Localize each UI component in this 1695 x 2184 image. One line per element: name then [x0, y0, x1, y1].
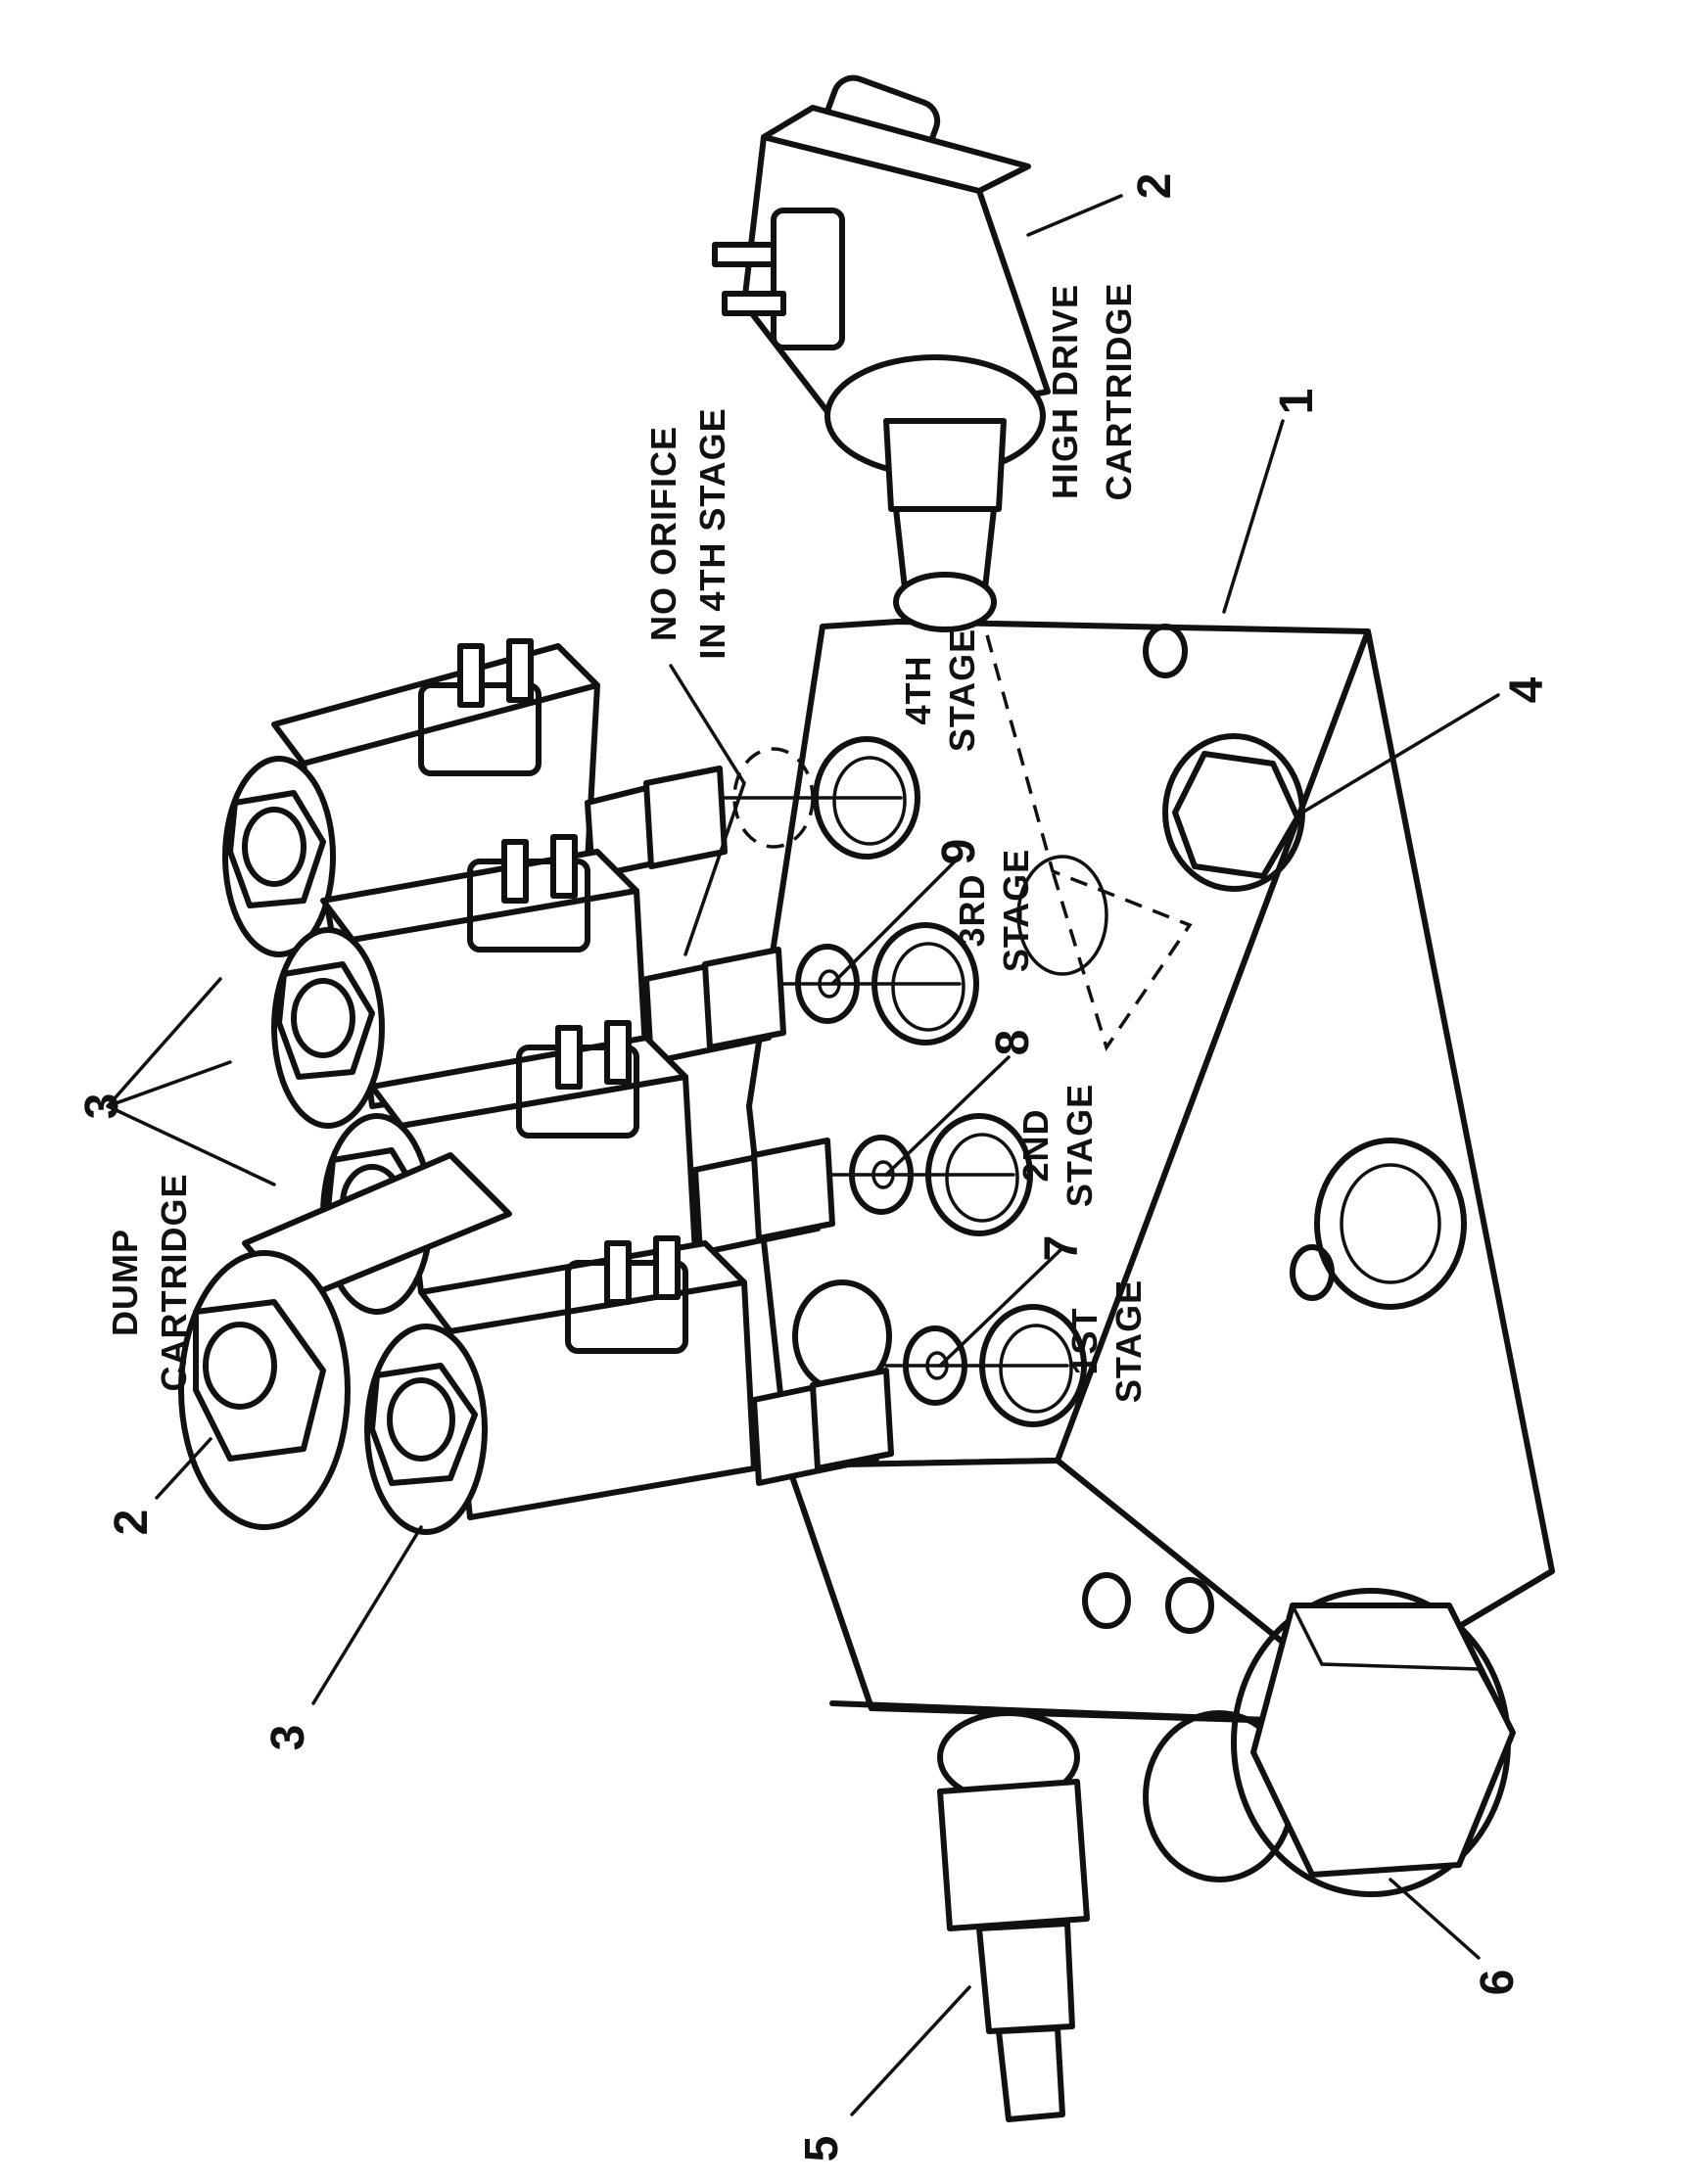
side-port [1314, 1138, 1467, 1310]
leader-3-bottom [311, 1525, 423, 1705]
leader-4 [1300, 693, 1500, 814]
high-drive-label-line1: HIGH DRIVE [1045, 284, 1085, 499]
leader-8 [884, 1055, 1011, 1177]
leader-9 [830, 860, 957, 986]
leader-6 [1389, 1878, 1481, 1960]
leader-2-left [155, 1437, 212, 1500]
stage-3-label-line2: STAGE [996, 849, 1036, 972]
leader-7 [938, 1246, 1064, 1368]
no-orifice-label-line1: NO ORIFICE [643, 426, 683, 641]
dump-label-line1: DUMP [105, 1229, 145, 1336]
labels: 1 2 2 3 3 4 5 6 7 8 9 HIGH DRIVE CARTRID… [76, 173, 1553, 2162]
callout-2-left: 2 [106, 1510, 158, 1536]
leader-no-orifice [669, 664, 746, 956]
stage-ports [792, 606, 1193, 1427]
terminal-pins-high-drive [712, 242, 786, 316]
callout-6: 6 [1472, 1970, 1524, 1996]
plug-hex-4 [1162, 733, 1305, 892]
high-drive-cartridge [712, 74, 1051, 632]
stage-1-label-line1: 1ST [1064, 1307, 1105, 1374]
stage-4-label-line1: 4TH [898, 655, 938, 724]
dump-label-line2: CARTRIDGE [154, 1174, 194, 1392]
solenoid-cartridge-1st [364, 1235, 894, 1535]
callout-9: 9 [933, 839, 985, 865]
solenoid-cartridge-3rd [271, 834, 786, 1129]
plug-hex-6 [1143, 1588, 1516, 1897]
stage-3-label-line1: 3RD [952, 873, 992, 947]
callout-8: 8 [987, 1030, 1039, 1056]
callout-5: 5 [796, 2136, 848, 2162]
callout-3-bottom: 3 [262, 1725, 314, 1751]
callout-7: 7 [1036, 1235, 1088, 1262]
dump-cartridge [178, 1152, 512, 1530]
leader-2-top [1026, 194, 1123, 237]
leader-5 [850, 1985, 971, 2116]
leader-1 [1222, 419, 1285, 614]
callout-2-top: 2 [1129, 173, 1181, 200]
high-drive-label-line2: CARTRIDGE [1099, 283, 1139, 501]
stage-4-label-line2: STAGE [942, 628, 982, 752]
callout-3-top: 3 [76, 1093, 128, 1120]
front-face-features [1082, 624, 1516, 1897]
leader-3-top-a [106, 977, 232, 1108]
leader-3-top-b [106, 1104, 276, 1186]
no-orifice-label-line2: IN 4TH STAGE [692, 407, 732, 659]
leader-lines [106, 194, 1500, 2116]
orifice-washers [723, 747, 1069, 1406]
callout-4: 4 [1501, 676, 1553, 703]
stage-1-label-line2: STAGE [1108, 1279, 1149, 1403]
stage-2-label-line2: STAGE [1059, 1084, 1100, 1207]
stage-2-label-line1: 2ND [1015, 1108, 1056, 1182]
relief-valve-5 [937, 1710, 1090, 2122]
callout-1: 1 [1271, 389, 1323, 415]
